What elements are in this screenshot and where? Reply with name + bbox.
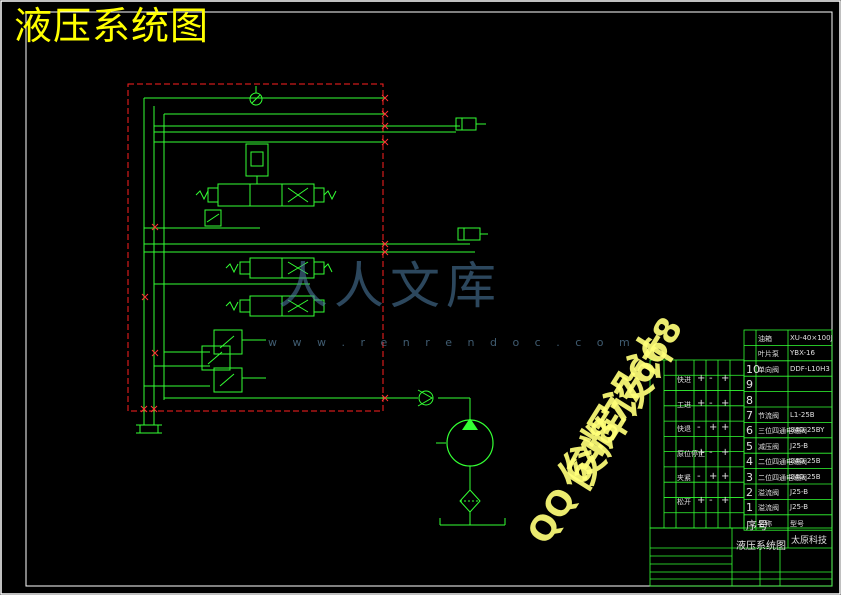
flow-valve-7	[204, 209, 222, 227]
part-name: 油箱	[758, 335, 772, 343]
part-name: 减压阀	[758, 442, 779, 451]
part-spec: L1-25B	[790, 411, 815, 419]
action-mark: +	[697, 397, 706, 409]
action-row-label: 快退	[677, 425, 691, 434]
relief-valve-1	[213, 329, 266, 355]
action-row-label: 松开	[677, 498, 691, 507]
part-spec: YBX-16	[790, 349, 815, 358]
part-name: 溢流阀	[758, 489, 779, 497]
action-mark: +	[721, 373, 730, 385]
part-number: 4	[746, 455, 753, 469]
reducing-valve-5	[201, 345, 231, 371]
action-mark: +	[697, 495, 706, 507]
action-mark: -	[709, 495, 713, 507]
part-name: 叶片泵	[758, 350, 779, 359]
directional-valve-3	[225, 295, 325, 317]
action-row-label: 原位停止	[677, 449, 705, 458]
title-block-company: 太原科技	[791, 536, 828, 546]
directional-valve-6	[195, 183, 337, 207]
part-spec: XU-40×100J	[790, 334, 833, 342]
part-name: 三位四通电磁阀	[758, 427, 807, 436]
action-mark: +	[709, 471, 718, 483]
part-number: 5	[746, 439, 753, 453]
action-row-label: 工进	[677, 400, 691, 409]
part-spec: 34D-25BY	[790, 426, 825, 435]
filter-icon	[459, 489, 481, 513]
action-mark: +	[721, 471, 730, 483]
drawing-title: 液压系统图	[14, 4, 210, 48]
part-name: 二位四通电磁阀	[758, 473, 807, 482]
part-number: 序号	[746, 518, 768, 532]
clamp-cylinder-icon	[455, 117, 486, 131]
part-name: 溢流阀	[758, 504, 779, 513]
action-mark: -	[709, 373, 713, 385]
action-row-label: 快进	[677, 376, 691, 385]
action-mark: +	[721, 446, 730, 458]
part-number: 3	[746, 470, 753, 484]
valve-block-boundary	[127, 83, 384, 412]
action-mark: +	[709, 422, 718, 434]
part-spec: 型号	[790, 519, 804, 528]
watermark-url: w w w . r e n r e n d o c . c o m	[268, 336, 636, 349]
action-mark: +	[697, 373, 706, 385]
feed-cylinder-icon	[457, 227, 488, 241]
action-mark: -	[697, 471, 701, 483]
part-spec: DDF-L10H3	[790, 364, 830, 373]
part-spec: 24D-25B	[790, 457, 821, 466]
action-table-grid	[649, 359, 745, 529]
part-number: 9	[746, 378, 753, 392]
action-mark: -	[709, 397, 713, 409]
action-mark: +	[697, 446, 706, 458]
part-spec: J25-B	[790, 488, 809, 496]
port-markers	[140, 94, 389, 413]
check-valve-icon	[417, 389, 434, 407]
part-spec: 24D-25B	[790, 472, 821, 481]
part-number: 7	[746, 409, 753, 422]
action-mark: +	[721, 495, 730, 507]
action-mark: +	[721, 422, 730, 434]
action-mark: -	[709, 446, 713, 458]
part-name: 二位四通电磁阀	[758, 458, 807, 467]
pump-icon	[436, 418, 494, 467]
action-mark: +	[721, 397, 730, 409]
part-number: 1	[746, 501, 753, 515]
pipe-lines	[136, 97, 506, 526]
part-number: 6	[746, 424, 753, 438]
part-name: 节流阀	[758, 412, 779, 420]
relief-valve-2	[213, 367, 266, 393]
part-number: 10	[746, 362, 760, 376]
title-block-grid	[649, 527, 833, 587]
action-row-label: 夹紧	[677, 474, 691, 483]
pressure-gauge-icon	[249, 86, 263, 106]
title-block-drawing-name: 液压系统图	[736, 541, 786, 552]
part-name: 单向阀	[758, 365, 779, 374]
part-number: 8	[746, 393, 753, 407]
action-mark: -	[697, 422, 701, 434]
part-spec: J25-B	[790, 441, 809, 450]
parts-table-grid	[743, 329, 833, 531]
part-name: 名称	[758, 519, 772, 528]
part-number: 2	[746, 486, 753, 499]
watermark-logo: 人人文库	[278, 257, 502, 315]
inner-border	[25, 11, 833, 587]
directional-valve-4	[225, 257, 333, 279]
pressure-relay-icon	[245, 143, 269, 184]
part-spec: J25-B	[790, 503, 809, 512]
